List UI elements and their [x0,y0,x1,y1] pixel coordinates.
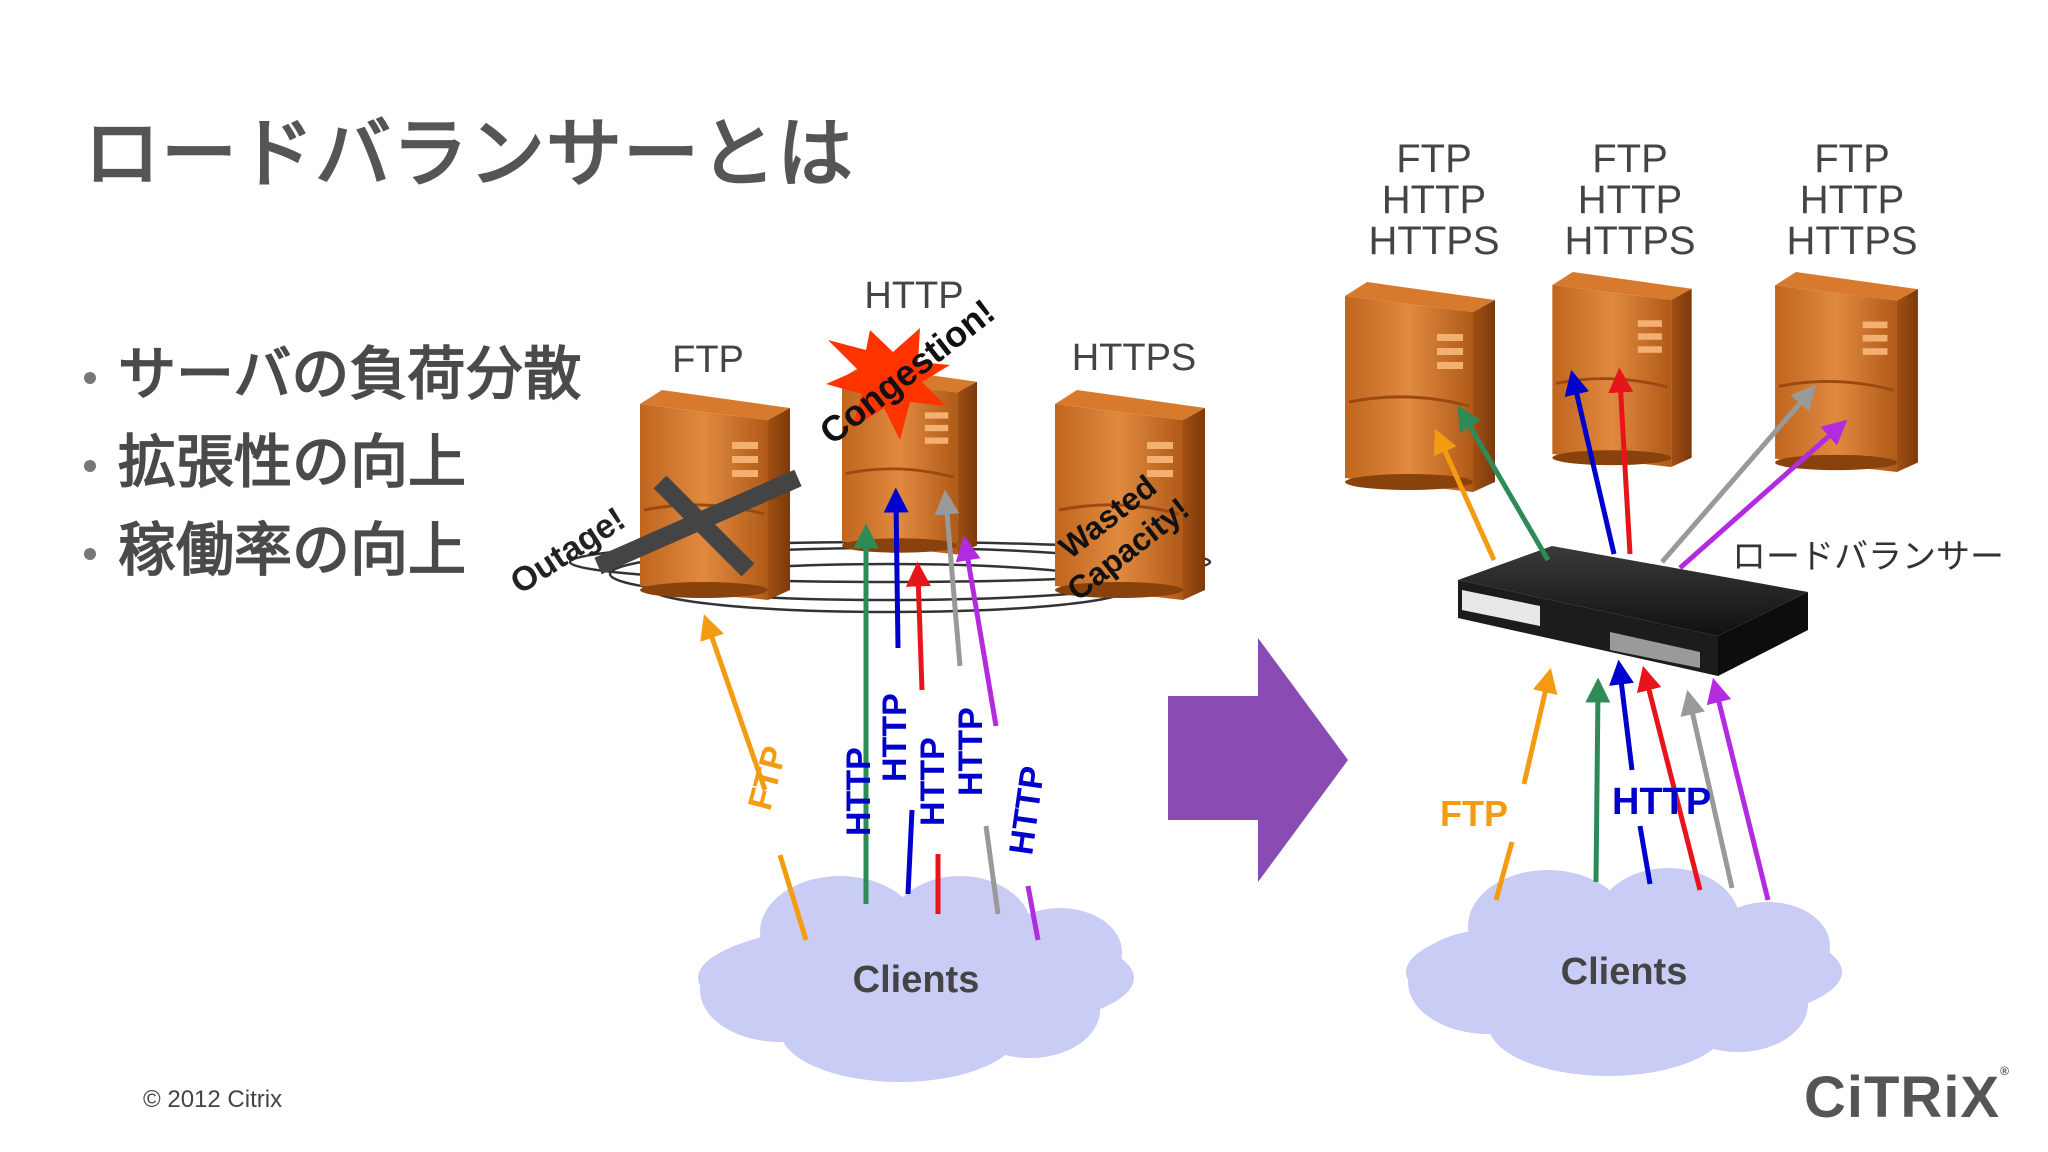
clients-label: Clients [1561,951,1688,993]
svg-text:FTP: FTP [1814,137,1890,181]
gray-arrow [934,489,963,667]
copyright: © 2012 Citrix [143,1086,283,1113]
red-arrow [1636,665,1703,891]
svg-text:HTTP: HTTP [1800,178,1904,222]
server-label: FTP [672,339,744,381]
http-stream-label: HTTP [876,693,914,782]
ftp-arrow [777,854,809,941]
server-stack-labels: FTP HTTP HTTPS FTP HTTP HTTPS FTP HTTP H… [1368,137,1917,263]
svg-text:HTTP: HTTP [1578,178,1682,222]
red-arrow [905,561,931,691]
server-label: HTTP [864,275,963,317]
server-icon [1774,272,1919,472]
purple-arrow [1706,677,1771,901]
svg-text:HTTPS: HTTPS [1368,219,1499,263]
purple-arrow [1678,419,1848,570]
svg-text:HTTPS: HTTPS [1786,219,1917,263]
right-upper-arrows [1433,367,1848,570]
blue-arrow [1609,659,1635,771]
svg-text:HTTP: HTTP [1382,178,1486,222]
right-lower-arrows [1493,659,1771,901]
blue-arrow [905,809,915,895]
http-stream-label: HTTP [1002,764,1052,857]
clients-label: Clients [853,959,980,1001]
page-title: ロードバランサーとは [84,109,854,198]
ftp-arrow [700,614,768,791]
gray-arrow [1680,689,1735,889]
http-stream-label: HTTP [914,737,952,826]
server-icon [1345,282,1495,492]
bullet-item: 拡張性の向上 [84,418,581,506]
bullet-item: 稼働率の向上 [84,506,581,594]
green-arrow [1457,405,1551,562]
ftp-arrow [1493,841,1515,901]
bullet-dot-icon [84,459,96,472]
red-arrow [1608,367,1634,555]
right-arrow-icon [1168,638,1348,882]
gray-arrow [1660,384,1817,564]
load-balancer-label: ロードバランサー [1732,537,2004,577]
purple-arrow [1025,885,1041,941]
http-stream-label: HTTP [952,707,990,796]
green-arrow [1585,677,1611,883]
cloud-icon [1406,868,1842,1076]
svg-text:HTTPS: HTTPS [1564,219,1695,263]
http-stream-label: HTTP [840,747,878,836]
ftp-stream-label: FTP [741,742,794,814]
load-balancer-icon [1458,546,1808,934]
ftp-arrow [1521,667,1558,785]
svg-text:FTP: FTP [1396,137,1472,181]
bullet-list: サーバの負荷分散 拡張性の向上 稼働率の向上 [84,330,581,594]
purple-arrow [955,535,999,727]
bullet-dot-icon [84,371,96,384]
citrix-logo: CiTRiX® [1804,1064,2010,1130]
gray-arrow [983,825,1001,915]
cross-icon [594,469,802,577]
svg-text:FTP: FTP [1592,137,1668,181]
server-label: HTTPS [1072,337,1197,379]
blue-arrow [883,487,909,649]
bullet-dot-icon [84,547,96,560]
ftp-stream-label: FTP [1440,793,1508,834]
blue-arrow [1637,825,1653,885]
ftp-arrow [1433,428,1497,562]
left-traffic-arrows [700,487,1041,941]
bullet-item: サーバの負荷分散 [84,330,581,418]
explosion-icon [826,328,950,440]
cloud-icon [698,876,1134,1082]
blue-arrow [1564,369,1617,555]
http-stream-label: HTTP [1612,781,1711,823]
